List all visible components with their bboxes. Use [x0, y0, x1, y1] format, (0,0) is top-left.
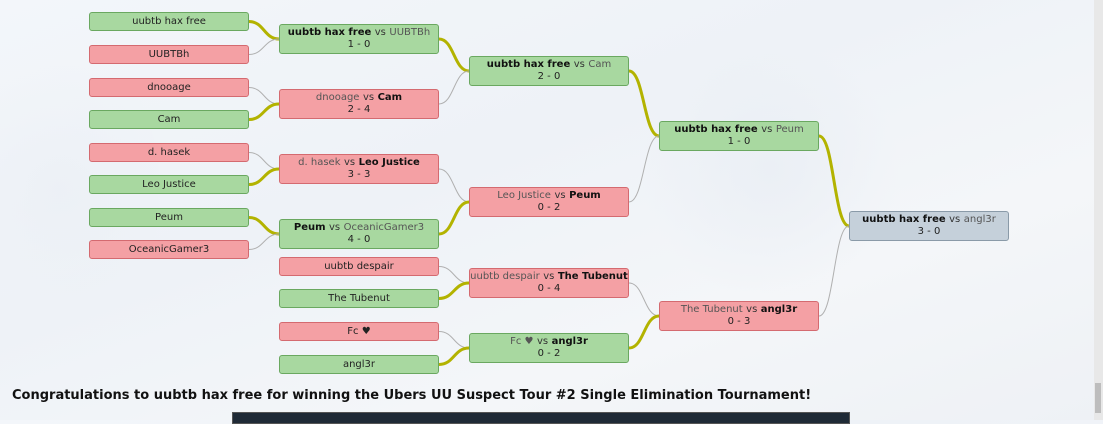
bracket-connector: [248, 87, 280, 105]
bracket-slot-r1-11[interactable]: Fc ♥: [279, 322, 439, 341]
bracket-slot-r1-12[interactable]: angl3r: [279, 355, 439, 374]
bracket-slot-r1-1[interactable]: uubtb hax free: [89, 12, 249, 31]
chat-input-bar[interactable]: [232, 412, 850, 424]
match-player-2: The Tubenut: [557, 271, 628, 282]
match-box[interactable]: dnooage vs Cam 2 - 4: [279, 89, 439, 119]
match-box[interactable]: d. hasek vs Leo Justice 3 - 3: [279, 154, 439, 184]
bracket-slot-r1-2[interactable]: UUBTBh: [89, 45, 249, 64]
match-player-1: Peum: [293, 222, 326, 233]
vs-label: vs: [761, 124, 773, 135]
match-player-1: uubtb hax free: [486, 59, 571, 70]
match-box[interactable]: Leo Justice vs Peum 0 - 2: [469, 187, 629, 217]
bracket-connector: [628, 282, 660, 317]
bracket-connector: [818, 134, 850, 228]
match-player-2: Cam: [588, 59, 612, 70]
bracket-connector: [248, 216, 280, 236]
bracket-slot-r1-9[interactable]: uubtb despair: [279, 257, 439, 276]
bracket-connector: [438, 331, 470, 349]
match-player-1: Fc ♥: [510, 336, 534, 347]
match-player-1: uubtb hax free: [287, 27, 372, 38]
vs-label: vs: [554, 190, 566, 201]
match-player-2: OceanicGamer3: [343, 222, 425, 233]
bracket-connector: [248, 20, 280, 41]
match-score: 3 - 0: [917, 226, 941, 237]
scrollbar-track[interactable]: [1094, 0, 1103, 420]
vs-label: vs: [746, 304, 758, 315]
match-box[interactable]: uubtb hax free vs Peum 1 - 0: [659, 121, 819, 151]
match-score: 3 - 3: [347, 169, 371, 180]
bracket-slot-r1-6[interactable]: Leo Justice: [89, 175, 249, 194]
match-player-1: uubtb despair: [470, 271, 540, 282]
bracket-connector: [438, 70, 470, 105]
match-player-2: angl3r: [760, 304, 798, 315]
match-score: 2 - 0: [537, 71, 561, 82]
bracket-slot-r1-4[interactable]: Cam: [89, 110, 249, 129]
match-player-2: Cam: [377, 92, 403, 103]
bracket-connector: [248, 38, 280, 55]
match-box[interactable]: uubtb hax free vs UUBTBh 1 - 0: [279, 24, 439, 54]
bracket-connector: [248, 102, 280, 121]
scrollbar-thumb[interactable]: [1095, 383, 1101, 413]
vs-label: vs: [362, 92, 375, 103]
match-score: 0 - 2: [537, 202, 561, 213]
bracket-connector: [438, 346, 470, 366]
match-box[interactable]: The Tubenut vs angl3r 0 - 3: [659, 301, 819, 331]
bracket-slot-r1-10[interactable]: The Tubenut: [279, 289, 439, 308]
match-score: 0 - 4: [537, 283, 561, 294]
match-box[interactable]: uubtb hax free vs Cam 2 - 0: [469, 56, 629, 86]
match-box[interactable]: uubtb despair vs The Tubenut 0 - 4: [469, 268, 629, 298]
bracket-connector: [818, 225, 850, 317]
bracket-connector: [628, 69, 660, 138]
bracket-connector: [438, 37, 470, 73]
background-decoration: [640, 40, 900, 300]
match-player-1: Leo Justice: [497, 190, 551, 201]
match-player-2: Peum: [775, 124, 804, 135]
bracket-connector: [628, 314, 660, 350]
vs-label: vs: [543, 271, 555, 282]
match-player-2: Peum: [569, 190, 601, 201]
vs-label: vs: [573, 59, 585, 70]
match-score: 1 - 0: [727, 136, 751, 147]
bracket-slot-r1-8[interactable]: OceanicGamer3: [89, 240, 249, 259]
match-player-2: UUBTBh: [389, 27, 431, 38]
bracket-connector: [438, 266, 470, 284]
match-score: 4 - 0: [347, 234, 371, 245]
match-box[interactable]: Fc ♥ vs angl3r 0 - 2: [469, 333, 629, 363]
vs-label: vs: [536, 336, 549, 347]
match-score: 1 - 0: [347, 39, 371, 50]
bracket-connector: [248, 233, 280, 250]
bracket-connector: [628, 135, 660, 203]
match-player-1: d. hasek: [298, 157, 341, 168]
vs-label: vs: [329, 222, 341, 233]
bracket-connector: [248, 167, 280, 186]
bracket-slot-r1-3[interactable]: dnooage: [89, 78, 249, 97]
bracket-connector: [438, 200, 470, 236]
bracket-connector: [438, 281, 470, 300]
final-match-box[interactable]: uubtb hax free vs angl3r 3 - 0: [849, 211, 1009, 241]
match-player-1: The Tubenut: [680, 304, 743, 315]
match-score: 0 - 2: [537, 348, 561, 359]
vs-label: vs: [343, 157, 356, 168]
match-player-2: Leo Justice: [358, 157, 420, 168]
congratulations-message: Congratulations to uubtb hax free for wi…: [12, 388, 812, 403]
match-player-1: uubtb hax free: [862, 214, 946, 225]
match-box[interactable]: Peum vs OceanicGamer3 4 - 0: [279, 219, 439, 249]
match-player-1: dnooage: [315, 92, 360, 103]
bracket-connector: [248, 152, 280, 170]
bracket-slot-r1-5[interactable]: d. hasek: [89, 143, 249, 162]
match-player-2: angl3r: [551, 336, 588, 347]
vs-label: vs: [374, 27, 386, 38]
bracket-slot-r1-7[interactable]: Peum: [89, 208, 249, 227]
match-score: 2 - 4: [347, 104, 371, 115]
match-player-1: uubtb hax free: [674, 124, 758, 135]
bracket-connector: [438, 168, 470, 203]
match-player-2: angl3r: [963, 214, 996, 225]
match-score: 0 - 3: [727, 316, 751, 327]
vs-label: vs: [949, 214, 961, 225]
